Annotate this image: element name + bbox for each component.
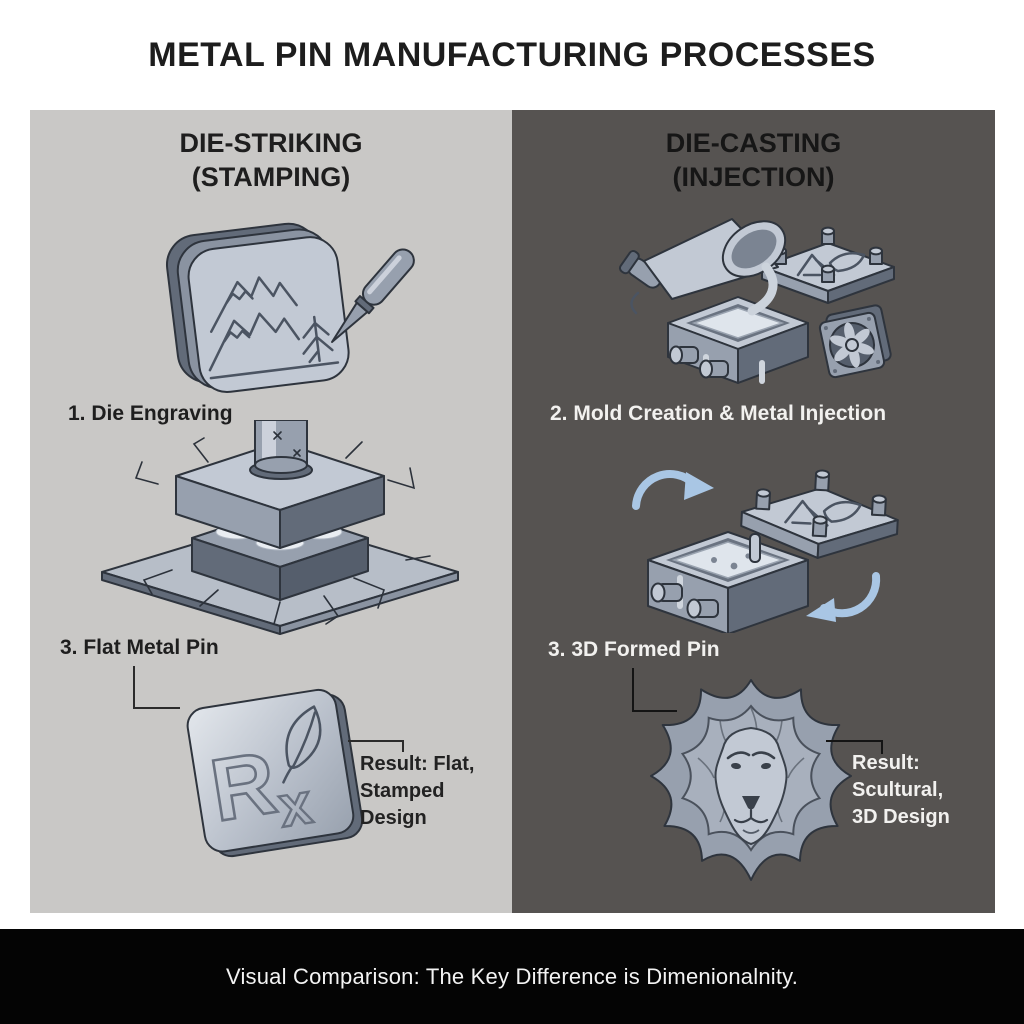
rx-leaf-logo-engraving: R x — [203, 705, 322, 841]
sprue-pipe — [749, 533, 761, 563]
connector-line-flat-pin — [133, 666, 180, 709]
right-heading-line2: (INJECTION) — [672, 162, 835, 192]
left-heading-line1: DIE-STRIKING — [179, 128, 363, 158]
right-panel-heading: DIE-CASTING (INJECTION) — [512, 126, 995, 194]
connector-line-result-left — [348, 740, 404, 752]
mold-opening-illustration — [610, 438, 902, 633]
result-right-line2: Scultural, — [852, 779, 944, 801]
lion-head-icon — [650, 679, 852, 881]
rotation-arrow-icon — [632, 470, 714, 510]
pour-stream — [747, 262, 778, 316]
connector-line-result-right — [826, 740, 883, 754]
die-engraving-illustration — [125, 205, 420, 395]
right-heading-line1: DIE-CASTING — [665, 128, 842, 158]
lion-pin-illustration — [642, 658, 860, 886]
mold-top-plate-icon — [740, 469, 899, 559]
connector-line-lion-pin — [632, 668, 677, 712]
graver-tool-icon — [331, 248, 415, 343]
left-heading-line2: (STAMPING) — [191, 162, 351, 192]
flat-pin-illustration: R x — [172, 682, 382, 867]
flat-pin-icon: R x — [186, 688, 364, 858]
footer-band: Visual Comparison: The Key Difference is… — [0, 929, 1024, 1024]
step-label-flat-metal-pin: 3. Flat Metal Pin — [60, 636, 219, 659]
step-label-3d-formed-pin: 3. 3D Formed Pin — [548, 638, 720, 661]
rotation-arrow-icon — [806, 572, 881, 622]
mold-cavity-icon — [647, 531, 809, 633]
crack-lines — [134, 431, 431, 625]
mold-bosses — [669, 345, 729, 379]
lion-face-details — [726, 751, 776, 834]
mold-injection-illustration — [610, 205, 902, 393]
result-right-line1: Result: — [852, 752, 920, 774]
mold-injection-icon — [618, 218, 895, 384]
funnel-icon — [618, 218, 787, 315]
die-block-icon — [166, 222, 415, 393]
result-text-right: Result: Scultural, 3D Design — [852, 750, 987, 831]
mountain-engraving — [208, 276, 340, 380]
mold-top-plate-icon — [761, 226, 895, 304]
mold-bosses — [650, 582, 719, 619]
result-text-left: Result: Flat, Stamped Design — [360, 751, 510, 832]
result-left-line1: Result: Flat, — [360, 753, 475, 775]
page-title: METAL PIN MANUFACTURING PROCESSES — [148, 36, 876, 74]
mold-opening-icon — [632, 469, 899, 633]
result-left-line2: Stamped Design — [360, 780, 445, 829]
fan-icon — [818, 304, 892, 379]
stamping-press-illustration — [88, 420, 473, 648]
left-panel-heading: DIE-STRIKING (STAMPING) — [30, 126, 512, 194]
mold-cavity-icon — [667, 296, 809, 384]
footer-caption: Visual Comparison: The Key Difference is… — [225, 963, 799, 989]
plate-bosses — [755, 469, 887, 538]
stamping-press-icon — [101, 420, 459, 635]
step-label-die-engraving: 1. Die Engraving — [68, 402, 233, 425]
result-right-line3: 3D Design — [852, 806, 950, 828]
step-label-mold-creation: 2. Mold Creation & Metal Injection — [550, 402, 887, 425]
press-ram-icon — [249, 420, 313, 480]
